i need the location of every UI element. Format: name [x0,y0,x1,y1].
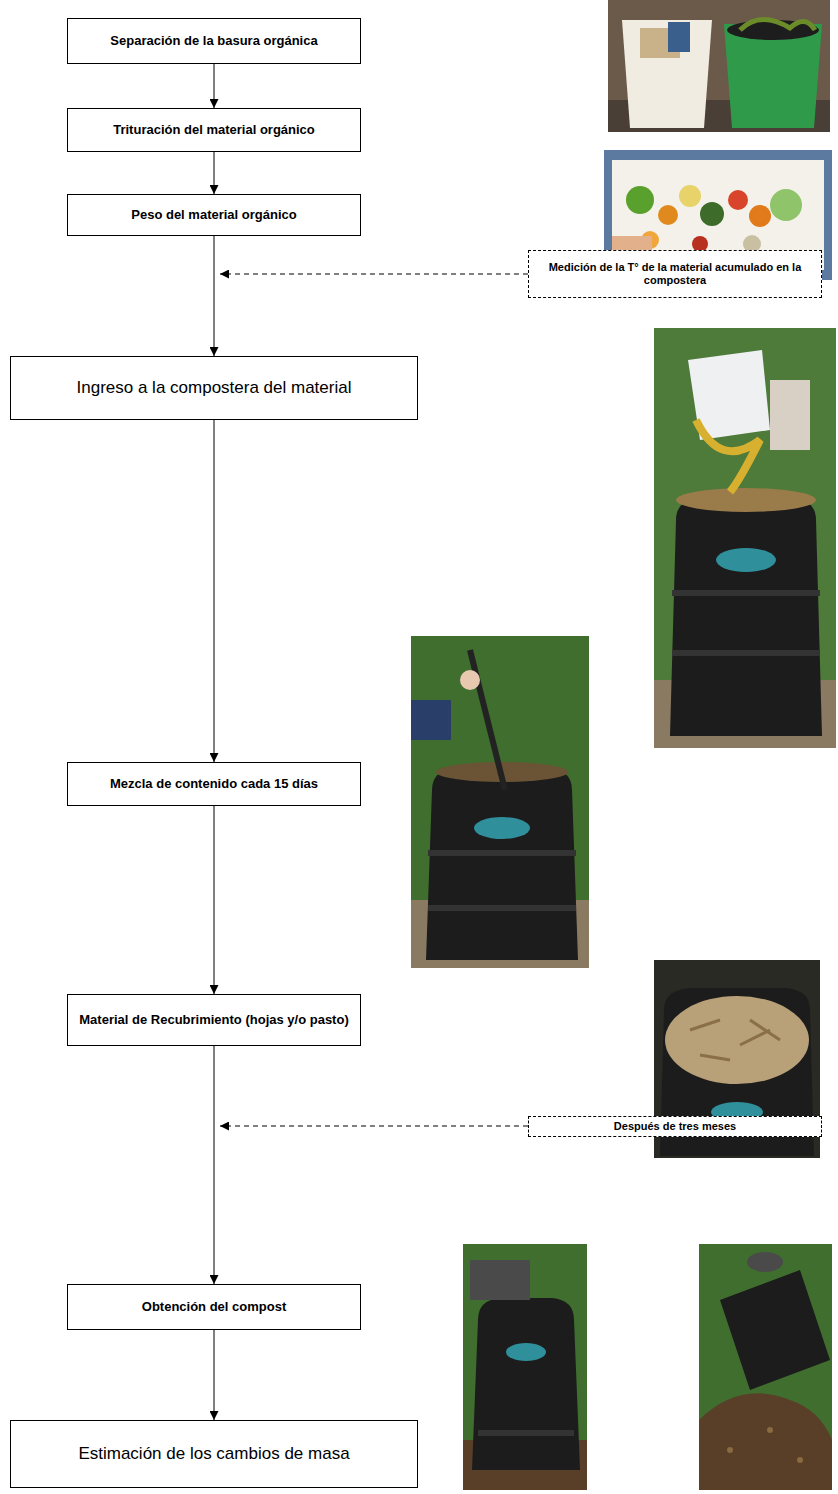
photo-filling [654,328,836,748]
process-box: Estimación de los cambios de masa [10,1420,418,1488]
pointer-arrow [220,274,528,275]
photo-separation [608,0,830,132]
box-text: Material de Recubrimiento (hojas y/o pas… [79,1012,348,1028]
note-box: Medición de la T° de la material acumula… [528,250,822,298]
process-box: Peso del material orgánico [67,194,361,236]
box-text: Peso del material orgánico [131,207,296,223]
box-text: Medición de la T° de la material acumula… [537,261,813,287]
box-text: Estimación de los cambios de masa [78,1443,349,1464]
photo-compost [699,1244,832,1490]
pointer-arrow [220,1126,528,1127]
photo-lifting [463,1244,587,1490]
photo-mixing [411,636,589,968]
box-text: Obtención del compost [142,1299,286,1315]
flow-arrow [214,152,215,194]
process-box: Mezcla de contenido cada 15 días [67,762,361,806]
flow-arrow [214,420,215,762]
box-text: Después de tres meses [614,1120,736,1133]
box-text: Mezcla de contenido cada 15 días [110,776,318,792]
flow-arrow [214,1046,215,1284]
flow-arrow [214,64,215,108]
process-box: Trituración del material orgánico [67,108,361,152]
process-box: Ingreso a la compostera del material [10,356,418,420]
box-text: Separación de la basura orgánica [110,33,317,49]
box-text: Ingreso a la compostera del material [77,377,352,398]
box-text: Trituración del material orgánico [113,122,315,138]
note-box: Después de tres meses [528,1116,822,1137]
process-box: Separación de la basura orgánica [67,18,361,64]
process-box: Material de Recubrimiento (hojas y/o pas… [67,994,361,1046]
flow-arrow [214,236,215,356]
flow-arrow [214,806,215,994]
process-box: Obtención del compost [67,1284,361,1330]
flow-arrow [214,1330,215,1420]
